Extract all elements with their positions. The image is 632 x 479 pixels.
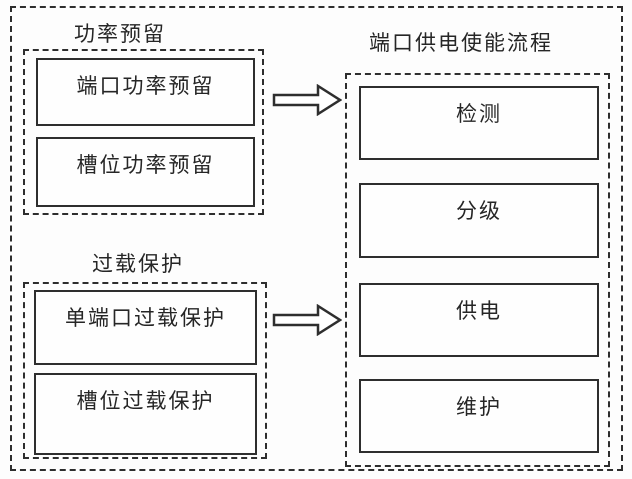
arrow-right-icon <box>272 304 342 336</box>
port-power-enable-flow-title: 端口供电使能流程 <box>369 31 553 55</box>
box-classification: 分级 <box>359 183 599 258</box>
overload-protection-title: 过载保护 <box>92 252 184 276</box>
box-port-power-reservation: 端口功率预留 <box>36 58 255 126</box>
box-power-supply: 供电 <box>359 283 599 357</box>
box-slot-power-reservation: 槽位功率预留 <box>36 137 255 207</box>
box-slot-overload-protection: 槽位过载保护 <box>34 373 257 455</box>
outer-dashed-frame <box>10 6 623 471</box>
box-detection: 检测 <box>359 86 599 160</box>
port-power-enable-flow-group: 检测 分级 供电 维护 <box>345 73 610 467</box>
power-reservation-group: 端口功率预留 槽位功率预留 <box>23 49 264 215</box>
box-single-port-overload-protection: 单端口过载保护 <box>34 290 257 365</box>
arrow-right-icon <box>272 84 342 116</box>
power-reservation-title: 功率预留 <box>74 22 166 46</box>
box-maintenance: 维护 <box>359 379 599 453</box>
overload-protection-group: 单端口过载保护 槽位过载保护 <box>23 282 267 459</box>
